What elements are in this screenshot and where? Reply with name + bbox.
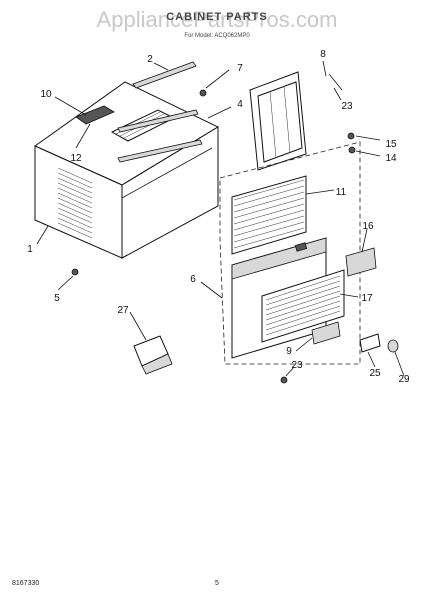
leader-lines (36, 60, 405, 377)
callout-27: 27 (117, 305, 129, 316)
callout-14: 12 (70, 153, 82, 164)
callout-4: 4 (237, 99, 243, 110)
callout-6: 6 (190, 274, 196, 285)
knob-part[interactable] (387, 339, 399, 353)
footer-part-number: 8167330 (12, 580, 39, 587)
cabinet-screw-icon (71, 268, 79, 276)
callout-8: 8 (320, 49, 326, 60)
front-assembly-outline (219, 141, 361, 365)
callout-16: 15 (385, 139, 397, 150)
callout-29: 29 (398, 374, 410, 385)
callout-23-top: 23 (341, 101, 353, 112)
callout-5: 5 (54, 293, 60, 304)
callout-15: 14 (385, 153, 397, 164)
grille-door-part[interactable] (261, 269, 345, 343)
footer-page-number: 5 (215, 580, 219, 587)
mounting-bracket-part[interactable] (133, 335, 173, 375)
lower-rail-part (117, 139, 203, 163)
top-channel-part[interactable] (132, 61, 197, 89)
bottom-screw-icon (280, 376, 288, 384)
screw-icon[interactable] (199, 89, 207, 97)
callout-12: 17 (361, 293, 373, 304)
cover-clip-part[interactable] (359, 333, 381, 353)
air-filter-part[interactable] (231, 175, 307, 255)
callout-7: 7 (237, 63, 243, 74)
callout-2: 2 (147, 54, 153, 65)
rear-frame-part[interactable] (249, 71, 307, 171)
cabinet-wrapper-part[interactable] (33, 81, 220, 259)
watermark-text: AppliancePartsPros.com (97, 7, 338, 32)
side-rail-part[interactable] (117, 109, 199, 133)
callout-17: 16 (362, 221, 374, 232)
callout-labels: 2 7 4 10 12 1 5 6 8 23 15 14 11 16 17 9 … (27, 49, 410, 385)
callout-11: 11 (336, 187, 347, 198)
screw-set (328, 73, 356, 154)
foam-block-part[interactable] (75, 105, 115, 125)
control-bracket-part[interactable] (345, 247, 377, 277)
louver-part[interactable] (311, 321, 341, 345)
callout-10: 10 (40, 89, 52, 100)
diagram-subtitle: For Model: ACQ062MP0 (184, 33, 250, 39)
callout-25: 25 (369, 368, 381, 379)
callout-9: 9 (286, 346, 292, 357)
callout-1: 1 (27, 244, 33, 255)
callout-23-bottom: 23 (291, 360, 303, 371)
cabinet-louvers (57, 167, 93, 239)
diagram-title: CABINET PARTS (166, 11, 267, 23)
